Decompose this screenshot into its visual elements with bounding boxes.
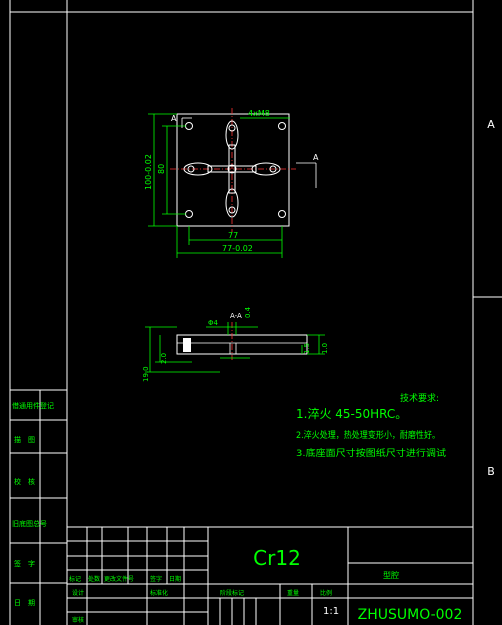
section-dims [145,322,325,373]
label-row-1: 标记 [69,575,81,583]
tech-note-1: 1.淬火 45-50HRC。 [296,406,407,421]
stage-label-3: 比例 [320,589,332,597]
label-row-4: 签字 [150,575,162,583]
tech-notes-title: 技术要求: [400,392,439,404]
section-marker-a-top: A [171,114,177,123]
section-view: A-A Φ4 0.4 1.5 1.0 2.0 19.0 [142,306,329,382]
label-row-2: 处数 [88,575,100,583]
side-field-5: 签 字 [14,559,35,568]
section-outline [176,334,308,355]
dim-horizontal-inner: 77 [228,231,238,240]
stage-label-2: 重量 [287,589,299,597]
material: Cr12 [253,546,301,570]
side-fields: 借通用件登记 描 图 校 核 旧底图总号 签 字 日 期 [12,401,54,607]
label-row-5: 日期 [169,575,181,583]
section-marker-a-right: A [313,153,319,162]
side-field-6: 日 期 [14,599,35,607]
label-lower-2: 标准化 [150,589,168,597]
top-view: A A 100-0.02 80 4xM8 77 77-0.02 [144,108,319,258]
section-marker [181,117,317,188]
side-field-2: 描 图 [14,435,35,444]
zone-label-a: A [487,118,495,131]
dim-10: 1.0 [321,343,329,354]
stage-label-1: 阶段标记 [220,589,244,597]
part-name: 型腔 [383,570,399,580]
side-field-1: 借通用件登记 [12,401,54,410]
plate-outline [176,113,290,227]
section-label: A-A [230,312,242,320]
side-field-3: 校 核 [14,477,35,486]
tech-note-2: 2.淬火处理，热处理变形小，耐磨性好。 [296,429,440,441]
dim-20: 2.0 [160,353,168,364]
dim-holes: 4xM8 [248,109,270,118]
side-field-4: 旧底图总号 [12,519,47,528]
zone-label-b: B [487,465,495,478]
tech-notes: 技术要求: 1.淬火 45-50HRC。 2.淬火处理，热处理变形小，耐磨性好。… [296,392,446,459]
corner-holes [185,122,286,218]
dim-vertical-inner: 80 [157,164,166,174]
dim-15: 1.5 [303,343,311,354]
tech-note-3: 3.底座面尺寸按图纸尺寸进行调试 [296,447,446,459]
dim-190: 19.0 [142,366,150,382]
dim-04: 0.4 [244,306,252,318]
scale: 1:1 [323,606,339,617]
label-lower2-1: 审核 [72,616,84,624]
title-block [67,526,473,625]
label-lower-1: 设计 [72,589,84,597]
top-dims [148,113,290,258]
dim-horizontal-total: 77-0.02 [222,244,253,253]
drawing-number: ZHUSUMO-002 [358,607,463,623]
label-row-3: 更改文件号 [104,575,134,583]
dim-d4: Φ4 [208,319,219,327]
cross-slot [183,120,281,218]
dim-vertical-total: 100-0.02 [144,154,153,190]
sheet-frame [9,0,502,625]
